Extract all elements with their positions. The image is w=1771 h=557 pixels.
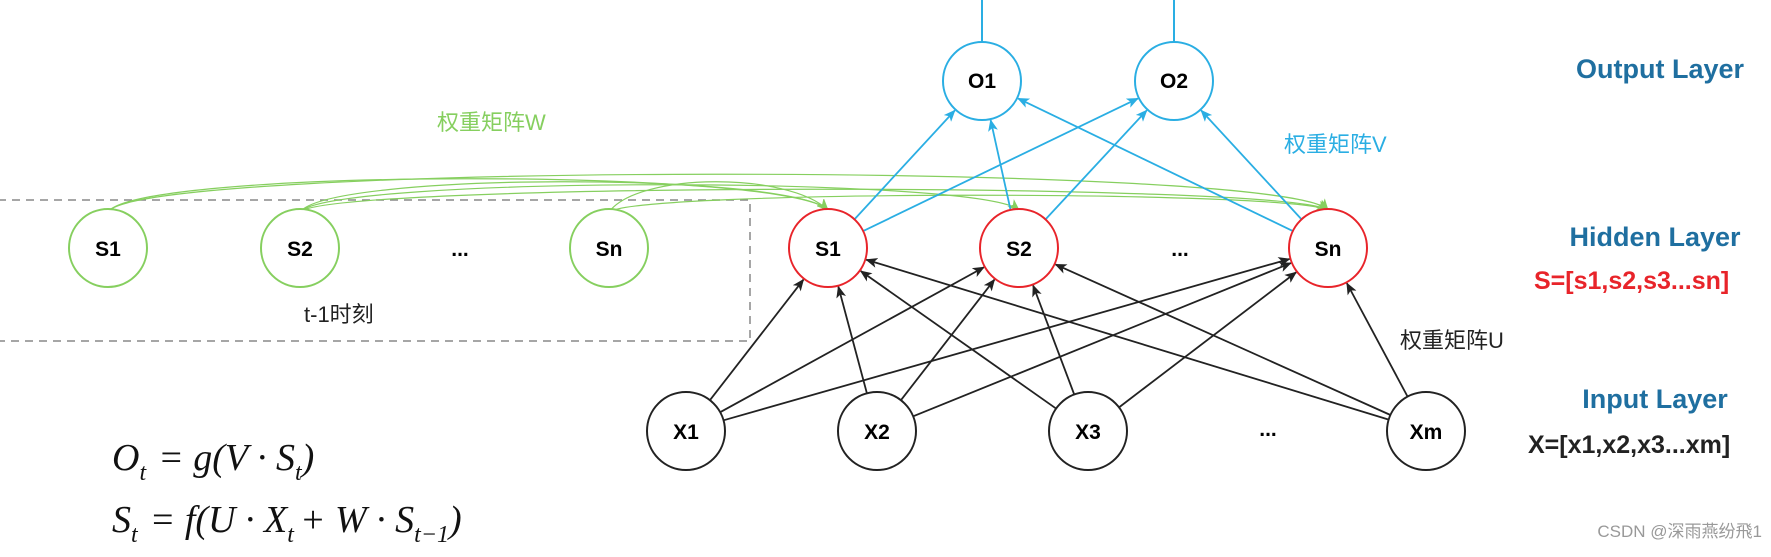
input-node-x3: X3 bbox=[1048, 391, 1128, 471]
watermark: CSDN @深雨燕纷飛1 bbox=[1597, 522, 1762, 541]
svg-text:S2: S2 bbox=[1006, 238, 1032, 261]
svg-text:S1: S1 bbox=[95, 238, 121, 261]
svg-text:X2: X2 bbox=[864, 421, 890, 444]
input-node-xm: Xm bbox=[1386, 391, 1466, 471]
previous-node-s1: S1 bbox=[68, 208, 148, 288]
edge-x3-h2 bbox=[1032, 284, 1076, 395]
input-node-ellipsis: ... bbox=[1259, 418, 1277, 441]
hidden-node-sn: Sn bbox=[1288, 208, 1368, 288]
weight-label-w: 权重矩阵W bbox=[437, 110, 546, 135]
previous-node-sn: Sn bbox=[569, 208, 649, 288]
hidden-node-s1: S1 bbox=[788, 208, 868, 288]
svg-text:Sn: Sn bbox=[596, 238, 623, 261]
svg-text:O1: O1 bbox=[968, 70, 996, 93]
edge-x1-h1 bbox=[709, 278, 805, 401]
output-connections bbox=[853, 97, 1303, 232]
svg-text:Xm: Xm bbox=[1410, 421, 1443, 444]
input-connections bbox=[709, 257, 1409, 422]
edge-x3-h1 bbox=[859, 270, 1057, 410]
weight-label-u: 权重矩阵U bbox=[1400, 328, 1504, 353]
hidden-layer-title: Hidden Layer bbox=[1569, 222, 1741, 252]
svg-text:O2: O2 bbox=[1160, 70, 1188, 93]
edge-xm-h1 bbox=[865, 258, 1389, 421]
output-node-o1: O1 bbox=[942, 41, 1022, 121]
edge-x3-hn bbox=[1118, 271, 1297, 409]
edge-h2-o1 bbox=[988, 119, 1012, 211]
edge-hn-o2 bbox=[1200, 109, 1303, 220]
edge-p2-hn bbox=[299, 188, 1329, 213]
edge-p2-h2 bbox=[299, 184, 1020, 213]
edge-pn-hn bbox=[608, 194, 1329, 213]
edge-x2-h1 bbox=[836, 285, 868, 394]
input-layer-title: Input Layer bbox=[1582, 384, 1728, 414]
edge-x1-hn bbox=[723, 257, 1291, 422]
hidden-node-s2: S2 bbox=[979, 208, 1059, 288]
svg-text:Sn: Sn bbox=[1315, 238, 1342, 261]
weight-label-v: 权重矩阵V bbox=[1284, 132, 1387, 157]
svg-text:X3: X3 bbox=[1075, 421, 1101, 444]
svg-text:S1: S1 bbox=[815, 238, 841, 261]
edge-hn-o1 bbox=[1017, 97, 1294, 232]
output-node-o2: O2 bbox=[1134, 41, 1214, 121]
input-node-x1: X1 bbox=[646, 391, 726, 471]
hidden-node-ellipsis: ... bbox=[1171, 238, 1189, 261]
svg-text:S2: S2 bbox=[287, 238, 313, 261]
edge-x2-hn bbox=[912, 262, 1292, 418]
edge-xm-h2 bbox=[1054, 263, 1391, 416]
edge-p1-hn bbox=[107, 173, 1329, 213]
recurrent-connections bbox=[107, 173, 1329, 213]
edge-h2-o2 bbox=[1044, 109, 1148, 221]
previous-node-ellipsis: ... bbox=[451, 238, 469, 261]
edge-p2-h1 bbox=[299, 181, 829, 213]
output-layer-title: Output Layer bbox=[1576, 54, 1745, 84]
edge-h1-o1 bbox=[853, 109, 956, 220]
formula-output: Ot= g(V · St) bbox=[112, 437, 314, 486]
previous-node-s2: S2 bbox=[260, 208, 340, 288]
previous-time-label: t-1时刻 bbox=[304, 302, 374, 327]
svg-text:X1: X1 bbox=[673, 421, 699, 444]
input-node-x2: X2 bbox=[837, 391, 917, 471]
input-layer-vector: X=[x1,x2,x3...xm] bbox=[1528, 431, 1730, 459]
formula-state: St= f(U · Xt+ W · St−1) bbox=[112, 499, 462, 548]
hidden-layer-vector: S=[s1,s2,s3...sn] bbox=[1534, 267, 1729, 295]
edge-xm-hn bbox=[1346, 282, 1409, 398]
edge-x2-h2 bbox=[900, 278, 996, 401]
